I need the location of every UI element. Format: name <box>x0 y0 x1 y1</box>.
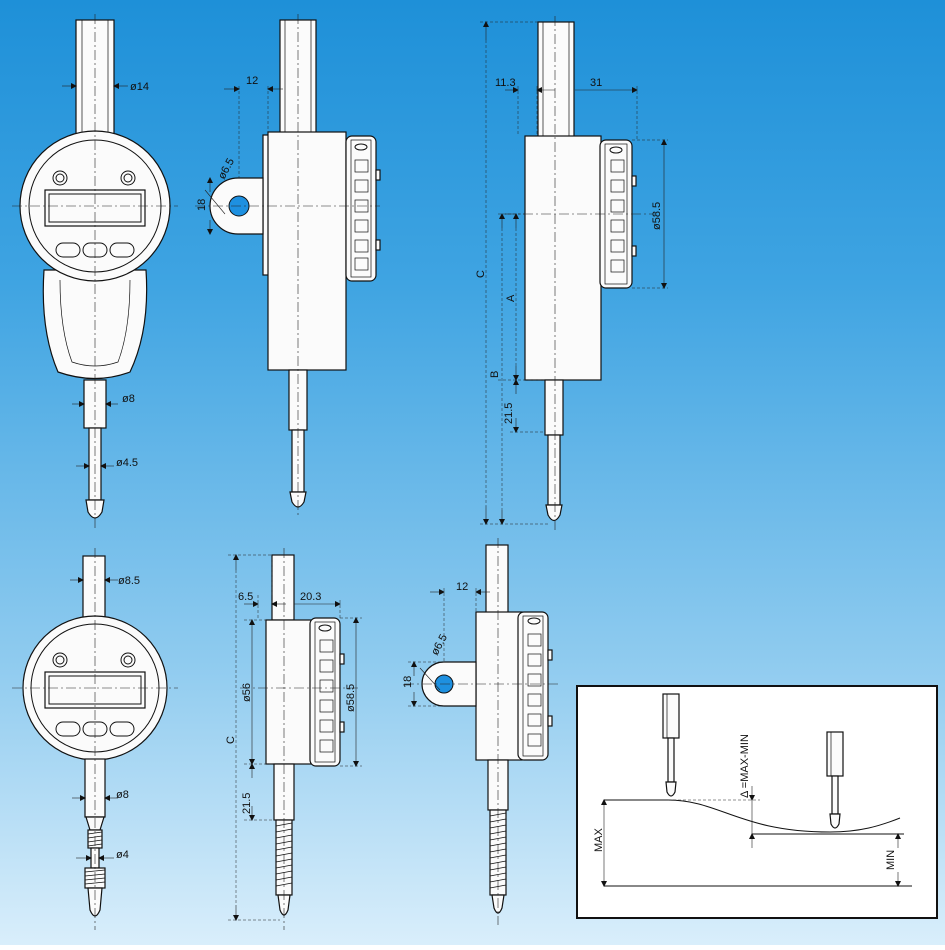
dim-right: 31 <box>590 77 602 89</box>
body <box>265 619 315 765</box>
side-lug-view-bottom: 12 ø6.5 18 <box>402 538 560 925</box>
dim-case: ø56 <box>241 683 253 702</box>
min-label: MIN <box>885 850 897 870</box>
measurement-inset: MAX MIN Δ =MAX-MIN <box>576 685 938 919</box>
dim-offset: 12 <box>246 75 258 87</box>
dim-dial: ø58.5 <box>651 202 663 230</box>
spindle <box>544 379 564 436</box>
delta-label: Δ =MAX-MIN <box>739 734 751 798</box>
probe-min <box>826 731 844 829</box>
dim-tip-len: 21.5 <box>503 403 515 424</box>
side-view-bottom: 6.5 20.3 ø56 ø58.5 C 21.5 <box>225 548 362 930</box>
body <box>475 611 523 761</box>
dim-tip: ø4.5 <box>116 457 138 469</box>
front-view-top: ø14 ø8 ø4.5 <box>12 14 178 528</box>
probe-max <box>662 693 680 797</box>
dim-tip-len: 21.5 <box>241 793 253 814</box>
dim-dial: ø58.5 <box>345 684 357 712</box>
dim-left: 11.3 <box>495 77 516 89</box>
dim-offset: 12 <box>456 581 468 593</box>
dim-stem: ø8.5 <box>118 575 140 587</box>
stem <box>485 544 509 616</box>
dim-hole: ø6.5 <box>216 156 237 181</box>
bezel <box>345 135 377 282</box>
dim-lug: 18 <box>196 199 208 211</box>
body <box>267 131 347 371</box>
dim-spindle: ø8 <box>122 393 135 405</box>
dim-c: C <box>475 270 487 278</box>
dim-spindle: ø8 <box>116 789 129 801</box>
side-lug-view-top: 12 ø6.5 18 <box>195 14 381 515</box>
front-view-bottom: ø8.5 ø8 ø4 <box>12 548 178 930</box>
dim-b: B <box>489 371 501 378</box>
dim-right: 20.3 <box>300 591 321 603</box>
dim-hole: ø6.5 <box>429 632 450 657</box>
body <box>524 135 602 381</box>
stem <box>271 554 295 621</box>
dim-lug: 18 <box>402 676 414 688</box>
side-back-view-top: 11.3 31 ø58.5 C B A 21.5 <box>475 16 668 530</box>
dim-tip: ø4 <box>116 849 129 861</box>
dim-c: C <box>225 736 237 744</box>
max-label: MAX <box>593 828 605 853</box>
stem <box>537 21 575 141</box>
stem <box>82 555 106 619</box>
surface-profile <box>604 799 901 833</box>
dim-left: 6.5 <box>238 591 253 603</box>
dim-stem: ø14 <box>130 81 149 93</box>
dim-a: A <box>505 294 517 302</box>
